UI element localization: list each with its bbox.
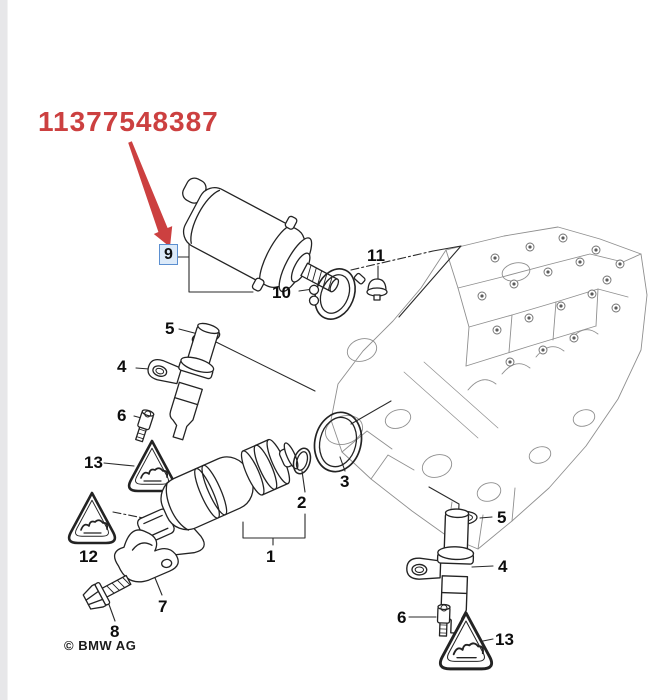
callout-8: 8 xyxy=(110,622,120,641)
callout-6-left: 6 xyxy=(117,406,127,425)
clamp-drawing xyxy=(308,268,366,320)
actuator-motor-drawing xyxy=(182,177,340,293)
cap-nut-drawing xyxy=(366,278,388,301)
callout-4-left: 4 xyxy=(117,357,127,376)
callout-12: 12 xyxy=(79,547,98,566)
part-number-label: 11377548387 xyxy=(38,106,219,137)
warning-triangle-12-drawing xyxy=(67,491,117,545)
copyright-text: © BMW AG xyxy=(64,638,137,653)
callout-1: 1 xyxy=(266,547,276,566)
callout-2: 2 xyxy=(297,493,307,512)
callout-13-right: 13 xyxy=(495,630,514,649)
left-edge-strip xyxy=(0,0,8,700)
callout-10: 10 xyxy=(272,283,291,302)
callout-3: 3 xyxy=(340,472,350,491)
annotation-arrow xyxy=(128,141,173,247)
callout-5-right: 5 xyxy=(497,508,507,527)
oring-large-drawing xyxy=(313,411,363,473)
engine-bolt-heads xyxy=(477,233,625,367)
callout-9: 9 xyxy=(159,244,178,265)
engine-cylinder-head-drawing xyxy=(324,226,648,550)
oring-small-drawing xyxy=(292,447,312,475)
screw-right-drawing xyxy=(436,603,451,637)
callout-4-right: 4 xyxy=(498,557,508,576)
hex-bolt-drawing xyxy=(82,574,132,610)
callout-11: 11 xyxy=(367,246,385,265)
callout-7: 7 xyxy=(158,597,168,616)
callout-6-right: 6 xyxy=(397,608,407,627)
callout-5-left: 5 xyxy=(165,319,175,338)
callout-13-left: 13 xyxy=(84,453,103,472)
solenoid-valve-drawing xyxy=(136,438,299,556)
retaining-clip-drawing xyxy=(113,529,179,583)
screw-left-drawing xyxy=(132,408,156,444)
